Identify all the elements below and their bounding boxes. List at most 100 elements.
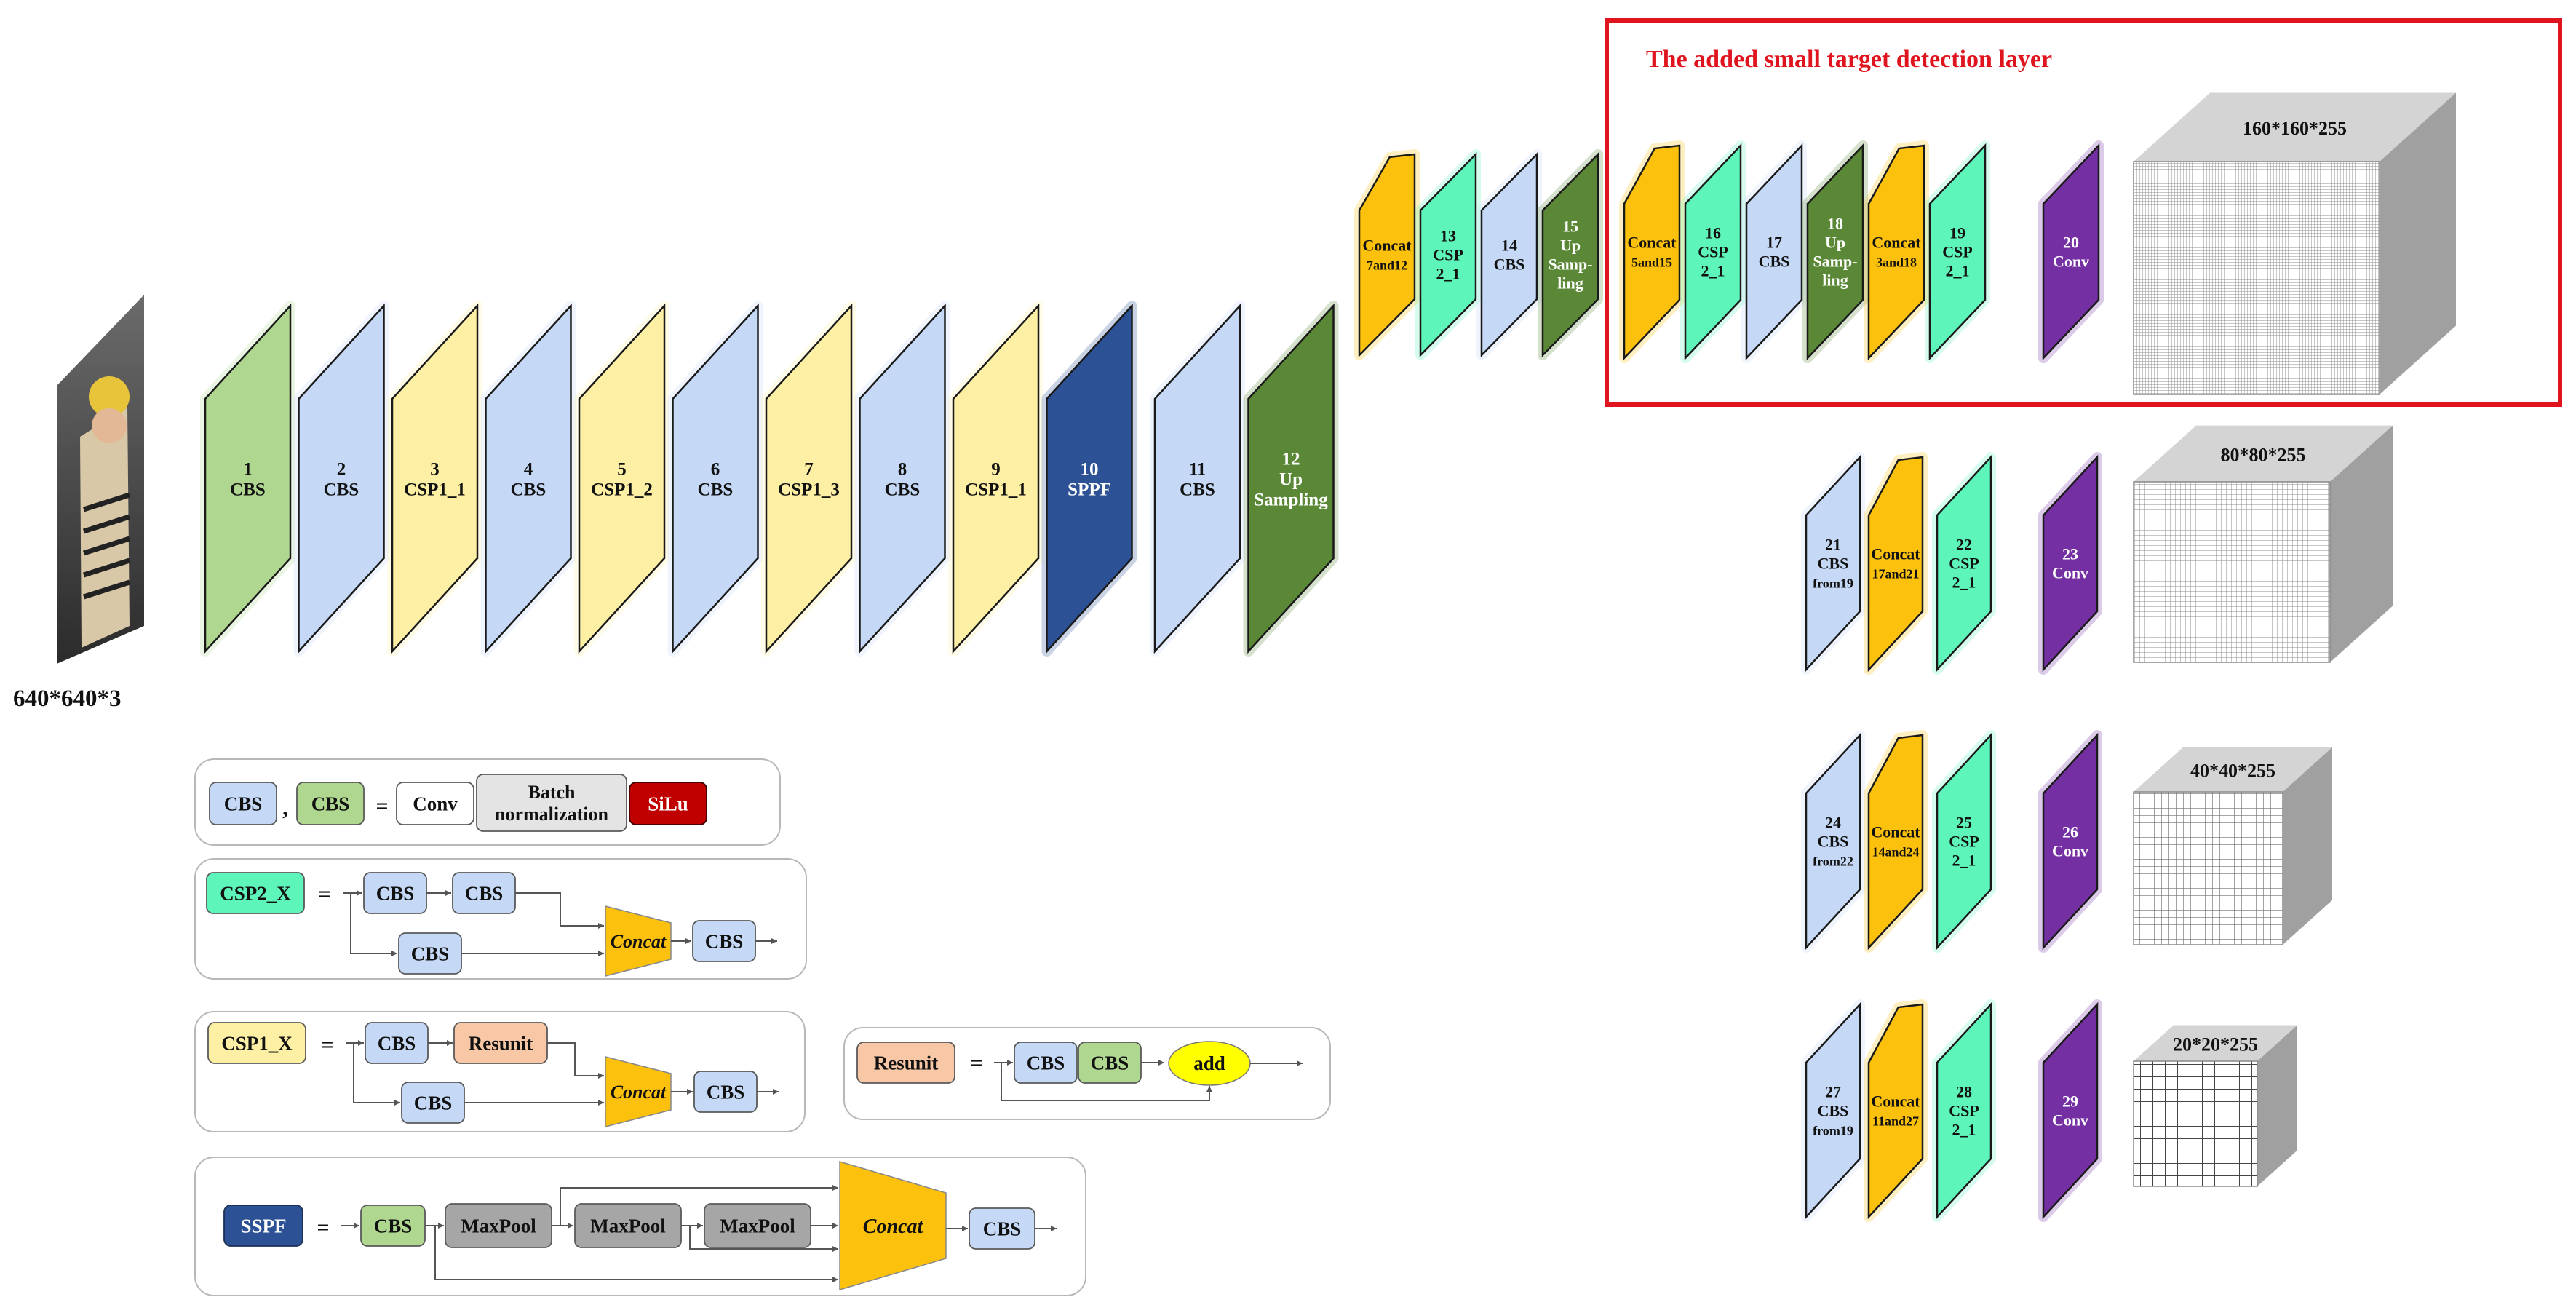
- legend-connector: [353, 1043, 400, 1106]
- legend-box: CBS: [296, 782, 365, 825]
- block-label-line: CSP1_1: [965, 480, 1027, 499]
- legend-box-label: CBS: [1091, 1052, 1129, 1074]
- legend-box-shape: [207, 1022, 306, 1064]
- block-shape: [1936, 732, 1992, 951]
- cube-size-label: 80*80*255: [2221, 444, 2306, 465]
- input-image: [57, 295, 144, 664]
- block-label-line: 3and18: [1876, 255, 1917, 270]
- block-shape: [1928, 143, 1987, 361]
- legend-symbol: =: [318, 882, 330, 906]
- legend-box-label: CBS: [983, 1218, 1022, 1239]
- block-shape: [1867, 456, 1924, 673]
- legend-box-label: CBS: [374, 1215, 413, 1237]
- block-label-line: CSP: [1698, 243, 1728, 261]
- block-label-line: CBS: [1818, 1102, 1849, 1120]
- block-shape: [1480, 151, 1538, 358]
- block-shape: [1936, 1001, 1992, 1220]
- block-shape: [298, 303, 385, 654]
- legend-box-shape: [396, 782, 474, 825]
- legend-box-shape: [223, 1205, 303, 1247]
- block-label-line: Samp-: [1813, 253, 1857, 271]
- block-shape: [1623, 144, 1681, 361]
- block-shape: [1541, 151, 1599, 358]
- block-label-line: CBS: [885, 480, 921, 499]
- block-label-line: 13: [1440, 227, 1456, 245]
- block-label-line: CSP: [1949, 1102, 1979, 1120]
- block-label-line: Up: [1279, 469, 1303, 489]
- block-label-line: SPPF: [1068, 480, 1111, 499]
- legend-symbol: =: [321, 1033, 333, 1057]
- block-label-line: 2_1: [1952, 852, 1976, 870]
- block-label-line: CBS: [1818, 833, 1849, 851]
- legend-box: CBS: [1078, 1042, 1142, 1084]
- legend-box-label: Resunit: [469, 1032, 533, 1054]
- legend-box-label: MaxPool: [720, 1215, 795, 1237]
- block-label-line: Concat: [1871, 823, 1920, 841]
- legend-box-shape: [629, 782, 707, 825]
- block-label-line: 29: [2062, 1092, 2078, 1111]
- block-label-line: Conv: [2053, 253, 2089, 271]
- cube-top: [2134, 747, 2332, 792]
- block-label-line: 5and15: [1631, 255, 1672, 270]
- block-label-line: 10: [1081, 459, 1099, 479]
- legend-box-label: Conv: [413, 793, 458, 814]
- block-concat-3and18: Concat 3and18: [1864, 140, 1929, 363]
- block-label-line: 14and24: [1872, 845, 1919, 860]
- block-label-line: 5: [617, 459, 627, 479]
- block-label-line: 20: [2063, 234, 2079, 252]
- legend-box: CBS: [398, 932, 462, 975]
- legend-box: Conv: [396, 782, 474, 825]
- block-shape: [1684, 143, 1742, 361]
- small-target-title: The added small target detection layer: [1646, 46, 2052, 73]
- block-label-line: 11and27: [1872, 1114, 1919, 1129]
- block-label-line: ling: [1557, 274, 1583, 293]
- block-shape: [1153, 303, 1241, 654]
- block-label-line: 12: [1282, 449, 1300, 469]
- legend-box-label: CSP2_X: [220, 882, 291, 904]
- block-label-line: 26: [2062, 823, 2078, 841]
- block-shape: [204, 303, 292, 654]
- legend-box: CBS: [692, 920, 756, 962]
- legend-symbol: =: [317, 1215, 329, 1239]
- block-label-line: 2_1: [1952, 1121, 1976, 1139]
- block-shape: [2042, 454, 2099, 673]
- block-label-line: 17: [1766, 234, 1782, 252]
- block-shape: [1247, 303, 1335, 654]
- concat-trapezoid: Concat: [839, 1160, 947, 1291]
- block-label-line: 14: [1501, 237, 1517, 255]
- block-label-line: 2_1: [1946, 262, 1970, 280]
- block-label: Concat 14and24: [1871, 823, 1920, 860]
- legend-box-shape: [296, 782, 365, 825]
- legend-connector: [547, 1042, 604, 1079]
- block-label-line: Concat: [1362, 237, 1412, 255]
- legend-box-shape: [206, 872, 305, 914]
- output-cube: 40*40*255: [2133, 747, 2332, 945]
- add-ellipse: add: [1168, 1041, 1251, 1086]
- block-label-line: ling: [1822, 271, 1848, 290]
- block-label-line: Concat: [1872, 234, 1921, 252]
- concat-trapezoid: Concat: [605, 1056, 672, 1127]
- block-shape: [765, 303, 853, 654]
- legend-box-label: CBS: [311, 793, 350, 814]
- block-label-line: 25: [1956, 814, 1972, 832]
- block-label-line: CBS: [324, 480, 359, 499]
- output-cube: 160*160*255: [2133, 92, 2456, 395]
